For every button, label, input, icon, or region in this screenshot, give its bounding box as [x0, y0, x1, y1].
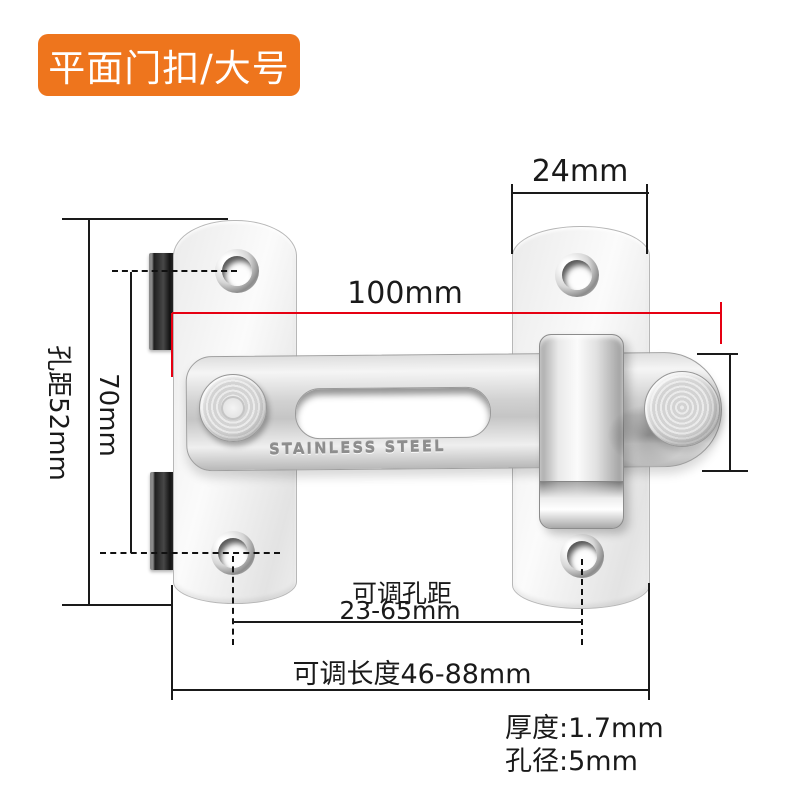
latch-knob — [644, 371, 720, 447]
dim-overall-length-label: 100mm — [347, 276, 463, 311]
note-hole-diameter: 孔径:5mm — [505, 746, 638, 777]
note-thickness: 厚度:1.7mm — [505, 713, 664, 744]
dim-plate-width-tick-right — [646, 184, 648, 254]
dim-hole-spacing-label: 70mm — [93, 373, 123, 457]
door-edge-gasket-top — [149, 253, 175, 350]
keeper-loop-fold — [540, 481, 623, 528]
dim-bar-end-height-line — [729, 354, 731, 472]
dim-adjustable-hole-value: 23-65mm — [339, 596, 461, 625]
dim-adjustable-length-line — [172, 689, 650, 691]
dim-overall-length-tick-right — [720, 302, 722, 344]
dim-extension-dashed-left-hole — [232, 556, 234, 645]
keeper-loop — [539, 334, 624, 529]
dim-plate-height-line — [88, 218, 90, 606]
dim-adjustable-length-tick-right — [648, 583, 650, 700]
dim-adjustable-hole-line — [233, 621, 582, 623]
dim-plate-width-tick-left — [511, 184, 513, 254]
pivot-rivet-center — [221, 396, 245, 420]
title-badge-label: 平面门扣/大号 — [48, 47, 290, 90]
dim-bar-end-height-tick-bottom — [702, 470, 748, 472]
dim-extension-dashed-bottom — [100, 552, 280, 554]
latch-bar-adjustment-slot — [294, 386, 492, 440]
dim-bar-end-height-tick-top — [697, 353, 738, 355]
dim-hole-spacing-line — [130, 272, 132, 553]
dim-plate-width-line — [512, 192, 649, 194]
dim-overall-length-tick-left — [171, 313, 173, 377]
dim-plate-height-tick-top — [62, 218, 228, 220]
dim-adjustable-length-tick-left — [171, 585, 173, 700]
dim-plate-height-tick-bottom — [62, 604, 173, 606]
dim-adjustable-hole-label: 可调孔距 — [351, 579, 452, 608]
dim-plate-width-label: 24mm — [531, 154, 629, 189]
pivot-rivet — [199, 374, 267, 442]
door-edge-gasket-bottom — [150, 472, 175, 570]
dim-adjustable-length-label: 可调长度46-88mm — [292, 659, 532, 690]
dim-extension-dashed-top — [112, 270, 237, 272]
dim-extension-dashed-right-hole — [581, 559, 583, 645]
dim-plate-height-label: 孔距52mm — [43, 345, 73, 481]
screw-hole-bore — [562, 260, 592, 290]
title-badge: 平面门扣/大号 — [38, 34, 300, 96]
dim-overall-length-line — [172, 312, 722, 314]
screw-hole-top-right — [555, 253, 599, 297]
